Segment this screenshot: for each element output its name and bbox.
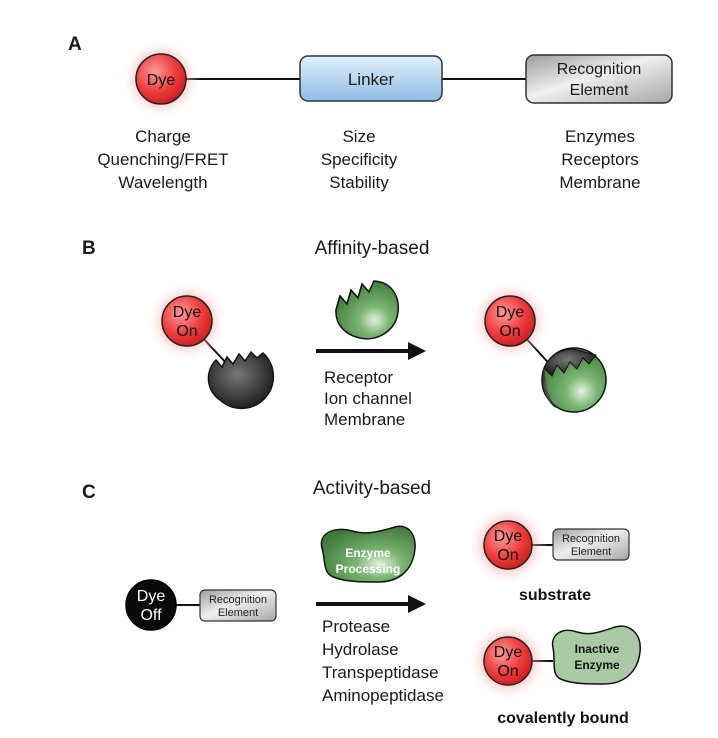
linker-property: Size (342, 127, 375, 146)
recognition-binder-shape (207, 350, 275, 410)
recognition-property: Enzymes (565, 127, 635, 146)
linker-label: Linker (348, 70, 395, 89)
enzyme-shape (320, 525, 416, 583)
recognition-element-box (199, 589, 277, 622)
enzyme-class-label: Hydrolase (322, 640, 399, 659)
dye-circle (161, 295, 213, 347)
panel-b-letter: B (82, 238, 96, 259)
bound-binder-shape (543, 348, 597, 377)
dye-state-label: On (176, 323, 197, 340)
dye-label: Dye (494, 528, 523, 545)
recognition-label-line1: Recognition (557, 61, 642, 78)
dye-circle (135, 53, 187, 105)
recognition-property: Membrane (559, 173, 640, 192)
panel-a-letter: A (68, 34, 82, 55)
arrow-head-icon (408, 595, 426, 613)
enzyme-label-line2: Processing (336, 562, 401, 576)
dye-property: Wavelength (118, 173, 207, 192)
target-label: Membrane (324, 410, 405, 429)
linker-property: Stability (329, 173, 389, 192)
activity-title: Activity-based (313, 478, 431, 499)
recognition-label-line1: Recognition (209, 594, 267, 606)
recognition-property: Receptors (561, 150, 638, 169)
recognition-element-box (552, 528, 630, 561)
dye-property: Charge (135, 127, 191, 146)
inactive-enzyme-label-line1: Inactive (575, 642, 620, 656)
dye-circle (484, 295, 536, 347)
affinity-title: Affinity-based (315, 238, 430, 259)
recognition-label-line2: Element (570, 82, 629, 99)
arrow-head-icon (408, 342, 426, 360)
dye-state-label: Off (140, 607, 162, 624)
dye-state-label: On (497, 547, 518, 564)
dye-label: Dye (173, 304, 202, 321)
linker-property: Specificity (321, 150, 398, 169)
dye-circle (483, 636, 533, 686)
linker-box (299, 55, 443, 102)
recognition-label-line1: Recognition (562, 533, 620, 545)
enzyme-class-label: Transpeptidase (322, 663, 439, 682)
covalent-label: covalently bound (497, 710, 629, 727)
substrate-label: substrate (519, 587, 591, 604)
dye-label: Dye (494, 644, 523, 661)
inactive-enzyme-label-line2: Enzyme (574, 658, 620, 672)
enzyme-class-label: Protease (322, 617, 390, 636)
recognition-element-box (525, 54, 673, 104)
dye-circle (483, 520, 533, 570)
recognition-label-line2: Element (571, 546, 611, 558)
enzyme-label-line1: Enzyme (345, 546, 391, 560)
dye-state-label: On (499, 323, 520, 340)
dye-label: Dye (496, 304, 525, 321)
dye-property: Quenching/FRET (97, 150, 228, 169)
enzyme-class-label: Aminopeptidase (322, 686, 444, 705)
recognition-label-line2: Element (218, 607, 258, 619)
target-label: Ion channel (324, 389, 412, 408)
target-label: Receptor (324, 368, 393, 387)
dye-label: Dye (137, 588, 166, 605)
dye-label: Dye (147, 72, 176, 89)
bound-binder-shape (542, 368, 556, 408)
dye-off-circle (125, 579, 177, 631)
inactive-enzyme-shape (551, 625, 641, 685)
receptor-shape (335, 280, 400, 340)
dye-state-label: On (497, 663, 518, 680)
panel-c-letter: C (82, 482, 96, 503)
